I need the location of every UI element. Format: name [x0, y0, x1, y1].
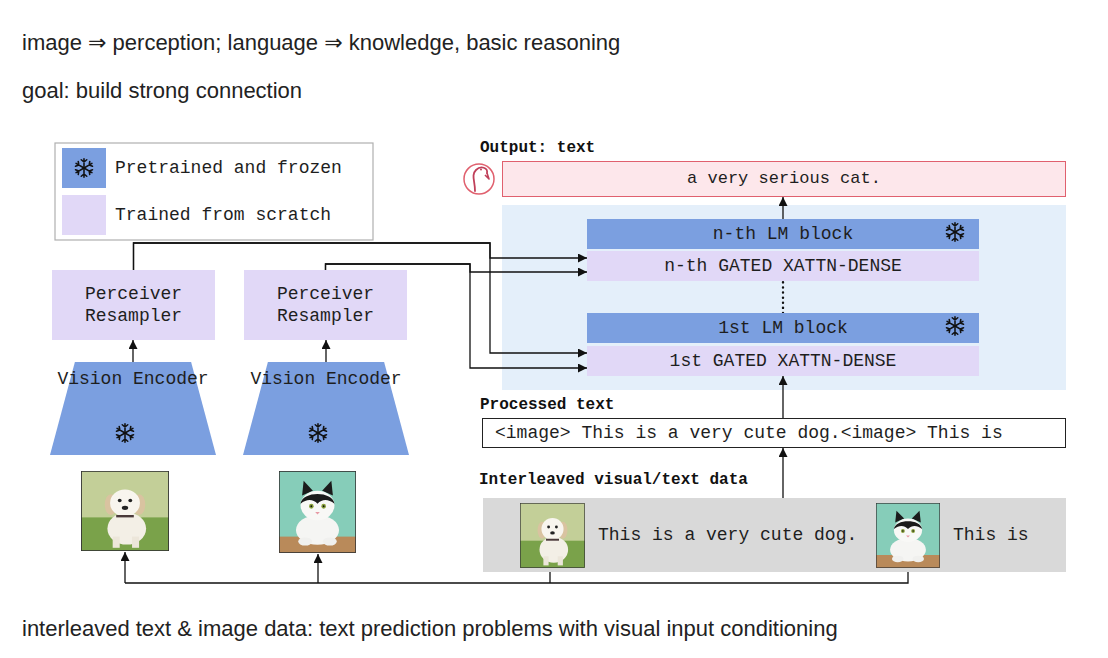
- note-text: goal: build strong connection: [22, 78, 302, 104]
- snowflake-icon: [116, 424, 135, 442]
- legend-entry: Pretrained and frozen: [62, 148, 342, 188]
- lm-block: n-th LM block: [587, 219, 979, 249]
- interleaved-data-band: Interleaved visual/text dataThis is a ve…: [483, 498, 1066, 572]
- flamingo-icon: [464, 164, 494, 194]
- node-heading: Processed text: [480, 396, 614, 414]
- lm-block: 1st LM block: [587, 313, 979, 343]
- legend-text: Trained from scratch: [115, 204, 331, 226]
- legend-swatch: [62, 195, 106, 235]
- node-text: This is: [953, 524, 1029, 546]
- note-text: interleaved text & image data: text pred…: [22, 616, 838, 642]
- dog-photo: [520, 503, 585, 568]
- perceiver-resampler: Perceiver Resampler: [244, 270, 407, 340]
- node-text: Perceiver Resampler: [244, 283, 407, 327]
- image-wire: [125, 572, 908, 583]
- icon-circle: [464, 164, 494, 194]
- xattn-block: n-th GATED XATTN-DENSE: [587, 251, 979, 281]
- flamingo-eye: [480, 169, 482, 171]
- node-text: 1st LM block: [718, 317, 848, 339]
- arrow-connector: [782, 376, 783, 418]
- node-text: This is a very cute dog.: [598, 524, 857, 546]
- snowflake-icon: [75, 159, 94, 177]
- output-box: Output: texta very serious cat.: [502, 161, 1066, 197]
- arrow-connector: [782, 448, 783, 498]
- arrow-connector: [134, 243, 588, 270]
- node-text: 1st GATED XATTN-DENSE: [670, 350, 897, 372]
- xattn-block: 1st GATED XATTN-DENSE: [587, 346, 979, 376]
- snowflake-icon: [946, 317, 965, 335]
- vision-encoder: Vision Encoder: [50, 362, 216, 455]
- legend-frame: [55, 143, 373, 240]
- arrow-connector: [132, 340, 133, 362]
- legend-swatch: [62, 148, 106, 188]
- node-text: n-th GATED XATTN-DENSE: [664, 255, 902, 277]
- node-heading: Interleaved visual/text data: [479, 471, 748, 489]
- legend-text: Pretrained and frozen: [115, 157, 342, 179]
- dog-photo: [81, 471, 169, 551]
- cat-photo: [876, 503, 940, 568]
- snowflake-icon: [946, 223, 965, 241]
- node-text: <image> This is a very cute dog.<image> …: [495, 422, 1003, 444]
- node-text: Vision Encoder: [250, 368, 401, 390]
- node-heading: Output: text: [480, 139, 595, 157]
- trapezoid-fill: [50, 362, 216, 455]
- processed-text-box: Processed text<image> This is a very cut…: [482, 418, 1066, 448]
- node-text: n-th LM block: [713, 223, 853, 245]
- image-wire: [124, 552, 125, 583]
- trapezoid-fill: [243, 362, 409, 455]
- legend-entry: Trained from scratch: [62, 195, 331, 235]
- node-text: Vision Encoder: [57, 368, 208, 390]
- flamingo-beak: [485, 173, 489, 179]
- node-text: a very serious cat.: [687, 168, 881, 190]
- image-wire: [317, 554, 318, 583]
- vision-encoder: Vision Encoder: [243, 362, 409, 455]
- image-wire: [549, 572, 550, 583]
- node-text: Perceiver Resampler: [52, 283, 215, 327]
- snowflake-icon: [309, 424, 328, 442]
- cat-photo: [279, 471, 356, 553]
- flamingo-neck: [473, 167, 487, 191]
- note-text: image ⇒ perception; language ⇒ knowledge…: [22, 30, 620, 56]
- arrow-connector: [325, 340, 326, 362]
- perceiver-resampler: Perceiver Resampler: [52, 270, 215, 340]
- dotted-connector: [782, 281, 784, 313]
- language-model-band: [502, 205, 1066, 390]
- arrow-connector: [782, 197, 783, 219]
